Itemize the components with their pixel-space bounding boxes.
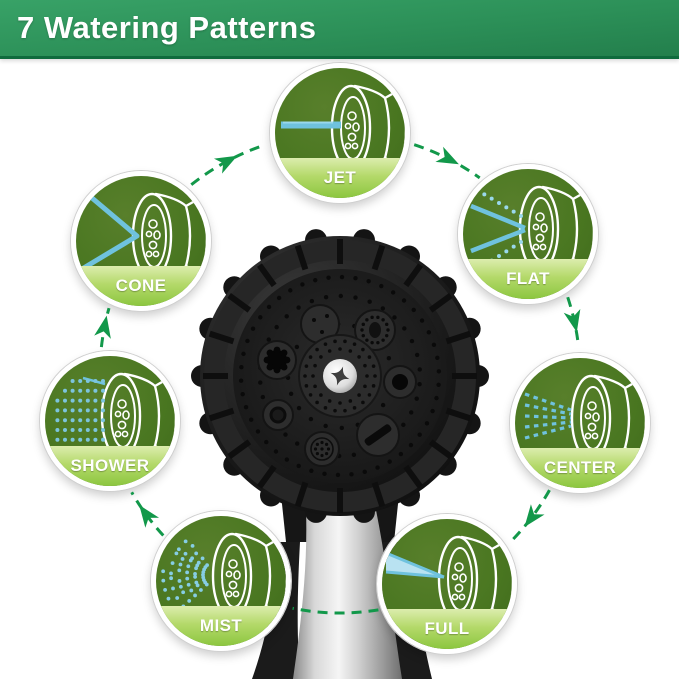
badge-label: FLAT: [506, 269, 550, 288]
spray-head: [191, 229, 489, 523]
center-spray-icon: [524, 392, 572, 440]
badge-band: [382, 608, 512, 649]
badge-face: JET: [275, 68, 405, 198]
badge-face: FLAT: [463, 169, 593, 299]
badge-label: CENTER: [543, 458, 617, 477]
pattern-badge-mist: MIST: [151, 511, 291, 651]
pattern-badge-jet: JET: [270, 63, 410, 203]
pattern-badge-center: CENTER: [510, 353, 650, 493]
badge-band: [45, 445, 175, 486]
badge-face: SHOWER: [45, 356, 175, 486]
jet-spray-icon: [281, 121, 341, 129]
badge-label: FULL: [424, 619, 470, 638]
badge-label: MIST: [199, 616, 243, 635]
pattern-badge-flat: FLAT: [458, 164, 598, 304]
badge-face: FULL: [382, 519, 512, 649]
pattern-badge-full: FULL: [377, 514, 517, 654]
badge-face: CENTER: [515, 358, 645, 488]
badge-band: [156, 605, 286, 646]
title-banner: 7 Watering Patterns: [0, 0, 679, 59]
nozzle-product-photo: [191, 229, 489, 679]
pattern-badge-cone: CONE: [71, 171, 211, 311]
full-spray-icon: [385, 551, 445, 579]
badge-band: [275, 157, 405, 198]
pattern-badge-shower: SHOWER: [40, 351, 180, 491]
cone-spray-icon: [79, 195, 140, 272]
badge-label: JET: [323, 168, 357, 187]
mist-spray-icon: [161, 539, 210, 614]
rim-ribs: [203, 239, 477, 513]
badge-label: SHOWER: [70, 456, 150, 475]
badge-face: MIST: [156, 516, 286, 646]
outlet-pods: [257, 304, 417, 467]
badge-band: [515, 447, 645, 488]
badge-label: CONE: [115, 276, 167, 295]
page-title: 7 Watering Patterns: [17, 10, 317, 45]
badge-band: [76, 265, 206, 306]
center-hub-and-screw: [298, 334, 382, 418]
shower-spray-icon: [55, 376, 106, 452]
badge-face: CONE: [76, 176, 206, 306]
badge-band: [463, 258, 593, 299]
